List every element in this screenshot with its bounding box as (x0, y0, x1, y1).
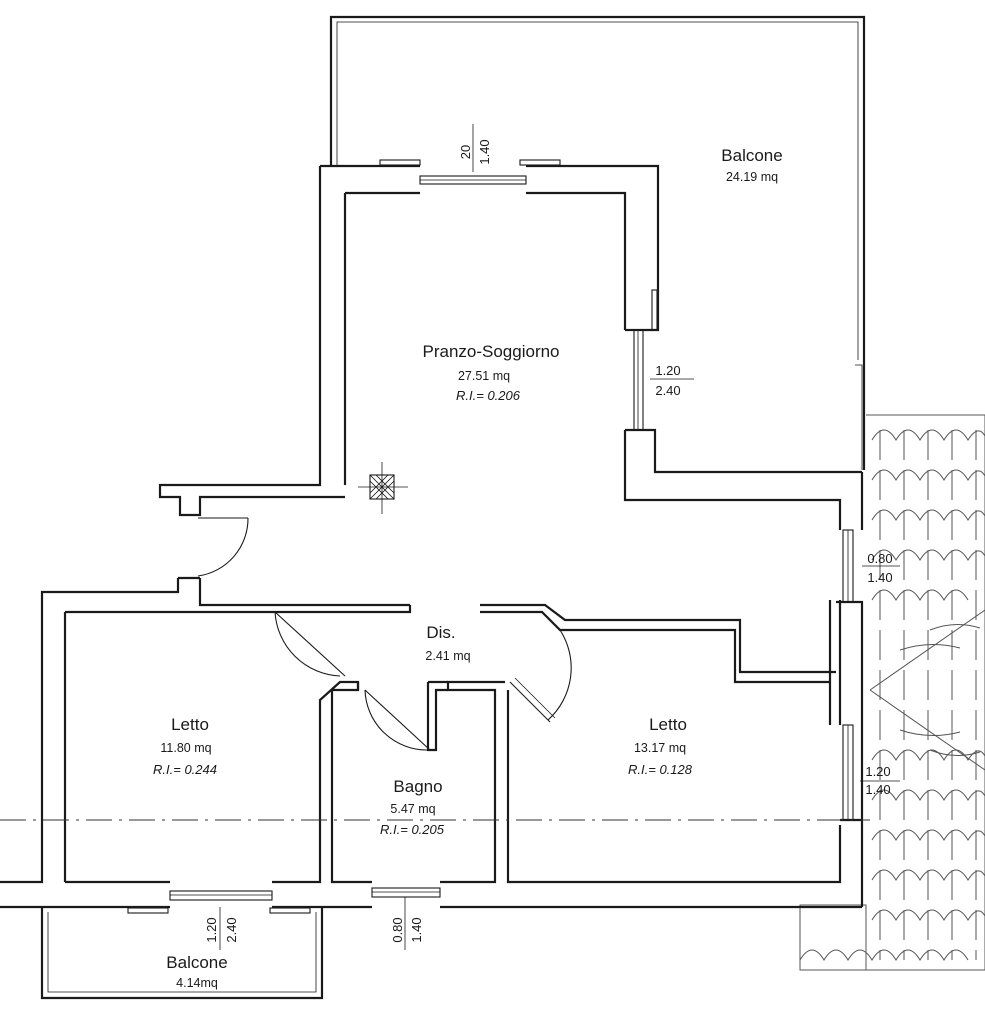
letto-right-area: 13.17 mq (634, 741, 686, 755)
svg-text:1.40: 1.40 (867, 570, 892, 585)
top-window-dims: 20 1.40 (458, 124, 492, 172)
letto-left-ri: R.I.= 0.244 (153, 762, 217, 777)
svg-text:1.20: 1.20 (865, 764, 890, 779)
dis-area: 2.41 mq (425, 649, 470, 663)
bagno-name: Bagno (393, 777, 442, 796)
east-small-window-dims: 0.80 1.40 (862, 551, 900, 585)
pranzo-ri: R.I.= 0.206 (456, 388, 521, 403)
svg-text:1.20: 1.20 (204, 917, 219, 942)
doors (197, 517, 572, 751)
letto-left-name: Letto (171, 715, 209, 734)
balcone-top-name: Balcone (721, 146, 782, 165)
windows (127, 159, 854, 914)
balcone-bottom-area: 4.14mq (176, 976, 218, 990)
svg-text:1.40: 1.40 (477, 139, 492, 164)
shaft-symbol (358, 462, 408, 514)
svg-text:2.40: 2.40 (224, 917, 239, 942)
pranzo-area: 27.51 mq (458, 369, 510, 383)
balcone-top-outline (329, 15, 866, 470)
east-bedroom-window-dims: 1.20 1.40 (860, 764, 900, 797)
svg-text:1.40: 1.40 (409, 917, 424, 942)
roof-tiles (799, 414, 985, 971)
balcone-bottom-name: Balcone (166, 953, 227, 972)
letto-right-ri: R.I.= 0.128 (628, 762, 693, 777)
bagno-ri: R.I.= 0.205 (380, 822, 445, 837)
bathroom-window-dims: 0.80 1.40 (390, 897, 424, 950)
letto-right-name: Letto (649, 715, 687, 734)
balcone-top-area: 24.19 mq (726, 170, 778, 184)
east-window-dims: 1.20 2.40 (650, 363, 694, 398)
svg-text:20: 20 (458, 145, 473, 159)
svg-text:0.80: 0.80 (867, 551, 892, 566)
svg-text:1.40: 1.40 (865, 782, 890, 797)
exterior-walls (0, 164, 864, 1000)
bottom-left-window-dims: 1.20 2.40 (204, 907, 239, 950)
pranzo-name: Pranzo-Soggiorno (422, 342, 559, 361)
dis-name: Dis. (426, 623, 455, 642)
svg-text:2.40: 2.40 (655, 383, 680, 398)
bagno-area: 5.47 mq (390, 802, 435, 816)
letto-left-area: 11.80 mq (160, 741, 211, 755)
svg-text:0.80: 0.80 (390, 917, 405, 942)
svg-text:1.20: 1.20 (655, 363, 680, 378)
